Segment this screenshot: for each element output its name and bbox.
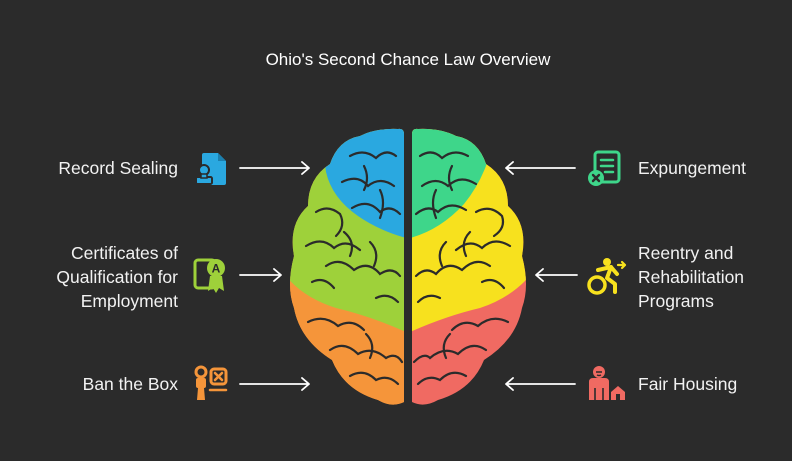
wheelchair-runner-icon (585, 256, 627, 296)
arrow-fair-housing (503, 376, 577, 392)
label-record-sealing: Record Sealing (58, 158, 178, 178)
person-house-icon (585, 362, 627, 404)
brain-region-expungement (412, 128, 496, 238)
brain-illustration (280, 126, 532, 416)
arrow-ban-the-box (238, 376, 312, 392)
label-reentry: Reentry and Rehabilitation Programs (638, 243, 745, 311)
arrow-certificates (238, 267, 284, 283)
label-ban-the-box: Ban the Box (82, 374, 178, 394)
label-fair-housing: Fair Housing (638, 374, 738, 394)
arrow-record-sealing (238, 160, 312, 176)
page-title: Ohio's Second Chance Law Overview (265, 50, 551, 69)
arrow-reentry (533, 267, 579, 283)
certificate-badge-icon: A (192, 255, 230, 295)
document-stamp-icon (192, 150, 230, 188)
person-cross-icon (190, 364, 230, 404)
label-certificates: Certificates of Qualification for Employ… (56, 243, 178, 311)
arrow-expungement (503, 160, 577, 176)
document-cancel-icon (585, 148, 625, 188)
label-expungement: Expungement (638, 158, 746, 178)
svg-text:A: A (212, 262, 221, 276)
